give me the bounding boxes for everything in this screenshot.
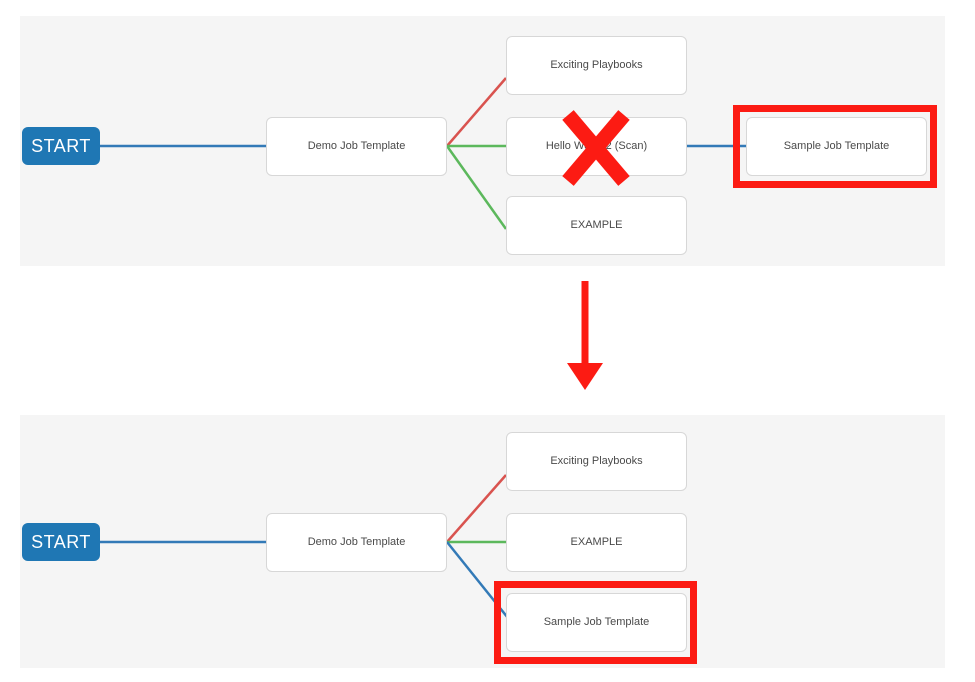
node-label: Hello World 2 (Scan) — [545, 139, 648, 152]
node-label: Sample Job Template — [543, 615, 650, 628]
workflow-panel-before: START Demo Job Template Exciting Playboo… — [20, 16, 945, 266]
node-hello-world-2-scan-before[interactable]: Hello World 2 (Scan) — [506, 117, 687, 176]
node-example-after[interactable]: EXAMPLE — [506, 513, 687, 572]
node-label: Sample Job Template — [783, 139, 890, 152]
node-demo-job-template-before[interactable]: Demo Job Template — [266, 117, 447, 176]
node-sample-job-template-before[interactable]: Sample Job Template — [746, 117, 927, 176]
node-demo-job-template-after[interactable]: Demo Job Template — [266, 513, 447, 572]
node-label: Exciting Playbooks — [550, 454, 643, 467]
link-demo-to-exciting — [446, 77, 507, 147]
start-node-after[interactable]: START — [22, 523, 100, 561]
link-demo-to-sample — [446, 541, 513, 624]
start-node-label: START — [31, 531, 91, 552]
node-label: Exciting Playbooks — [550, 58, 643, 71]
transition-arrow-icon — [567, 281, 603, 390]
link-demo-to-example — [445, 145, 508, 230]
start-node-before[interactable]: START — [22, 127, 100, 165]
workflow-links-before — [100, 77, 746, 230]
node-label: Demo Job Template — [307, 139, 406, 152]
node-label: Demo Job Template — [307, 535, 406, 548]
workflow-links-after — [100, 474, 513, 624]
node-sample-job-template-after[interactable]: Sample Job Template — [506, 593, 687, 652]
node-exciting-playbooks-after[interactable]: Exciting Playbooks — [506, 432, 687, 491]
node-label: EXAMPLE — [570, 218, 623, 231]
link-demo-to-exciting — [446, 474, 507, 543]
node-example-before[interactable]: EXAMPLE — [506, 196, 687, 255]
node-exciting-playbooks-before[interactable]: Exciting Playbooks — [506, 36, 687, 95]
workflow-panel-after: START Demo Job Template Exciting Playboo… — [20, 415, 945, 668]
start-node-label: START — [31, 135, 91, 156]
node-label: EXAMPLE — [570, 535, 623, 548]
